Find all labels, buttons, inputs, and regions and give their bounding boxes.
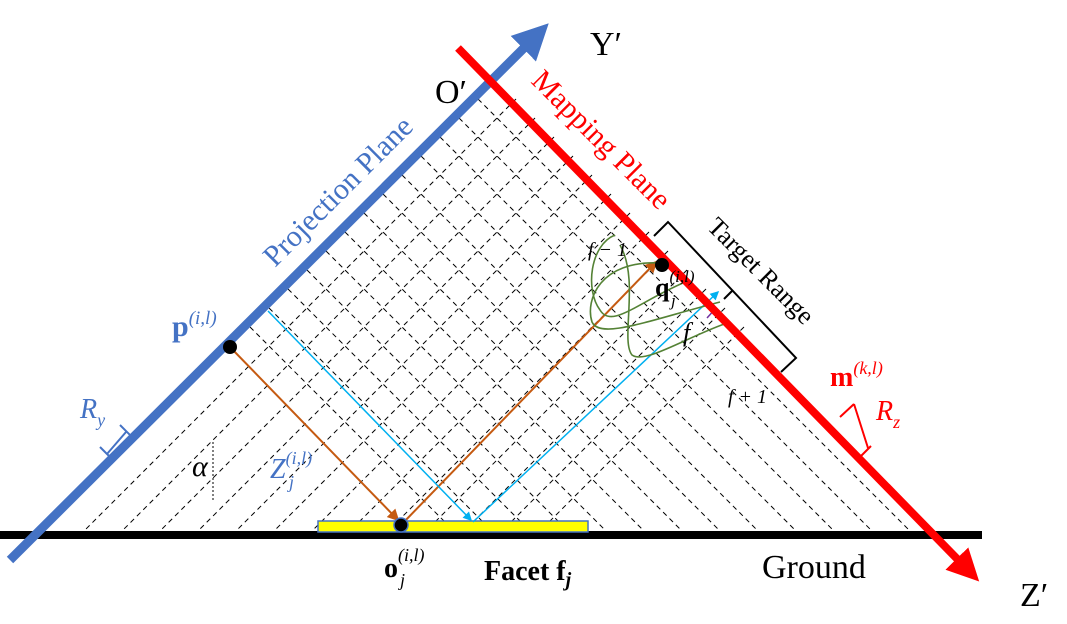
z-axis-label: Z′ [1020, 577, 1048, 614]
z-label: Z(i,l) [270, 448, 312, 485]
grid-line [268, 307, 492, 531]
alpha-label: α [192, 450, 209, 483]
grid-line [420, 155, 796, 531]
grid-line [236, 174, 593, 531]
grid-line [344, 231, 644, 531]
grid-line [426, 269, 688, 531]
grid-line [312, 212, 631, 531]
grid-line [325, 250, 606, 531]
target-range-tick [723, 289, 734, 300]
dashed-grid [84, 98, 910, 531]
grid-line [363, 212, 682, 531]
z-sub-label: j [287, 472, 294, 492]
grid-line [464, 288, 707, 531]
o-sub-label: j [398, 570, 405, 590]
grid-line [439, 136, 834, 531]
f-plus-label: f + 1 [728, 386, 767, 408]
projection-plane-label: Projection Plane [257, 110, 420, 273]
ground-label: Ground [762, 549, 866, 586]
projection-plane-line [6, 23, 549, 564]
grid-line [274, 193, 612, 531]
m-label: m(k,l) [830, 358, 883, 393]
grid-line [249, 326, 454, 531]
ry-label: Ry [79, 394, 105, 430]
cyan-ray-down [267, 310, 473, 522]
grid-line [198, 155, 574, 531]
grid-line [350, 231, 650, 531]
grid-line [382, 193, 720, 531]
grid-line [502, 307, 726, 531]
grid-line [540, 326, 745, 531]
q-sub-label: j [669, 291, 676, 310]
grid-line [122, 117, 536, 531]
point-q [655, 258, 669, 272]
facet-rect [317, 520, 589, 533]
o-label: o(i,l) [384, 545, 425, 584]
grid-line [160, 136, 555, 531]
p-label: p(i,l) [172, 308, 217, 343]
green-curves [589, 234, 731, 358]
cyan-ray-up [472, 290, 720, 523]
f-minus-label: f − 1 [588, 239, 627, 261]
grid-line [458, 117, 872, 531]
grid-line [306, 269, 568, 531]
grid-line [84, 98, 517, 531]
origin-label: O′ [435, 74, 467, 111]
mapping-plane-line [455, 45, 980, 582]
point-p [223, 340, 237, 354]
point-o [393, 517, 409, 533]
grid-line [287, 288, 530, 531]
facet-label: Facet fj [484, 556, 572, 591]
grid-line [401, 174, 758, 531]
y-axis-label: Y′ [590, 26, 622, 63]
rz-label: Rz [875, 396, 900, 432]
q-label: q(i,l) [655, 267, 695, 302]
grid-line [477, 98, 910, 531]
orange-ray-o-to-q [401, 260, 658, 525]
f-label: f [683, 318, 694, 347]
orange-ray-p-to-o [229, 346, 400, 522]
